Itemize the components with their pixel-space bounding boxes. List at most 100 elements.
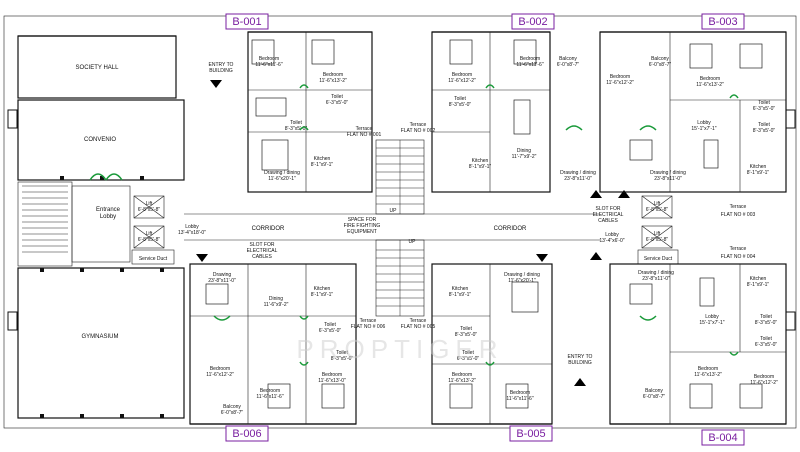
b005-toilet-1: Toilet bbox=[460, 326, 472, 332]
b005-bedroom-1: Bedroom bbox=[452, 372, 472, 378]
b001-bedroom-2: Bedroom bbox=[323, 72, 343, 78]
lobby-main-dim: 13'-4"x18'-0" bbox=[178, 230, 206, 236]
b001-bedroom-1: Bedroom bbox=[259, 56, 279, 62]
b002-drawing: Drawing / dining bbox=[560, 170, 596, 176]
b001-terrace: Terrace bbox=[356, 126, 373, 132]
b006-balcony: Balcony bbox=[223, 404, 241, 410]
b002-drawing-dim: 23'-8"x11'-0" bbox=[564, 176, 592, 182]
lift-4-label: Lift bbox=[654, 231, 661, 237]
main-stair-bottom bbox=[375, 239, 425, 317]
watermark: PROPTIGER bbox=[296, 334, 503, 364]
lift-3-dim: 6'-8"x5'-8" bbox=[646, 207, 669, 213]
b004-drawing-dim: 23'-8"x11'-0" bbox=[642, 276, 670, 282]
b002-terrace: Terrace bbox=[410, 122, 427, 128]
b006-dining: Dining bbox=[269, 296, 283, 302]
b006-bedroom-2-dim: 11'-6"x11'-6" bbox=[256, 394, 283, 400]
b002-flat-no: FLAT NO # 002 bbox=[401, 128, 436, 134]
b006-flat-no: FLAT NO # 006 bbox=[351, 324, 386, 330]
slot-right-3: CABLES bbox=[598, 218, 618, 224]
flat-b001: Bedroom 11'-6"x11'-6" Bedroom 11'-6"x13'… bbox=[247, 31, 381, 193]
b006-toilet-2: Toilet bbox=[336, 350, 348, 356]
block-label-b005: B-005 bbox=[516, 428, 545, 440]
entrance-lobby-label-1: Entrance bbox=[96, 207, 121, 213]
b003-bedroom-1-dim: 11'-6"x12'-2" bbox=[606, 80, 634, 86]
b005-bedroom-1-dim: 11'-6"x13'-2" bbox=[448, 378, 476, 384]
lift-3 bbox=[641, 195, 673, 219]
b004-kitchen-dim: 8'-1"x9'-1" bbox=[747, 282, 770, 288]
b003-toilet-2-dim: 8'-3"x5'-0" bbox=[753, 128, 776, 134]
b005-flat-no: FLAT NO # 005 bbox=[401, 324, 436, 330]
b005-toilet-1-dim: 8'-3"x5'-0" bbox=[455, 332, 478, 338]
b005-bedroom-2: Bedroom bbox=[510, 390, 530, 396]
block-label-b001: B-001 bbox=[232, 16, 261, 28]
b002-dining: Dining bbox=[517, 148, 531, 154]
b006-drawing-dim: 23'-8"x11'-0" bbox=[208, 278, 236, 284]
block-label-b004: B-004 bbox=[708, 432, 737, 444]
b005-kitchen: Kitchen bbox=[452, 286, 469, 292]
gymnasium-label: GYMNASIUM bbox=[81, 334, 118, 340]
b003-bedroom-2: Bedroom bbox=[700, 76, 720, 82]
b006-kitchen: Kitchen bbox=[314, 286, 331, 292]
b003-lobby-dim: 15'-1"x7'-1" bbox=[691, 126, 716, 132]
main-stair-top bbox=[375, 139, 425, 215]
b004-drawing: Drawing / dining bbox=[638, 270, 674, 276]
b002-kitchen-dim: 8'-1"x9'-1" bbox=[469, 164, 492, 170]
b003-balcony: Balcony bbox=[651, 56, 669, 62]
b006-balcony-dim: 6'-0"x8'-7" bbox=[221, 410, 244, 416]
b006-dining-dim: 11'-6"x9'-2" bbox=[264, 302, 289, 308]
lift-1-dim: 6'-8"x5'-8" bbox=[138, 207, 161, 213]
b002-toilet-1-dim: 8'-3"x5'-0" bbox=[449, 102, 472, 108]
b003-toilet-1-dim: 6'-3"x5'-0" bbox=[753, 106, 776, 112]
lift-4 bbox=[641, 225, 673, 249]
b004-lobby: Lobby bbox=[705, 314, 719, 320]
b005-drawing: Drawing / dining bbox=[504, 272, 540, 278]
b006-kitchen-dim: 8'-1"x9'-1" bbox=[311, 292, 334, 298]
b004-toilet-1: Toilet bbox=[760, 314, 772, 320]
entry-top-2: BUILDING bbox=[209, 68, 233, 74]
b003-drawing: Drawing / dining bbox=[650, 170, 686, 176]
b004-toilet-1-dim: 8'-3"x5'-0" bbox=[755, 320, 778, 326]
b002-dining-dim: 11'-7"x9'-2" bbox=[512, 154, 537, 160]
b003-kitchen-dim: 8'-1"x9'-1" bbox=[747, 170, 770, 176]
slot-right-1: SLOT FOR bbox=[596, 206, 621, 212]
b002-bedroom-1: Bedroom bbox=[452, 72, 472, 78]
b006-toilet-2-dim: 8'-3"x5'-0" bbox=[331, 356, 354, 362]
slot-left-2: ELECTRICAL bbox=[247, 248, 278, 254]
b001-kitchen: Kitchen bbox=[314, 156, 331, 162]
b003-kitchen: Kitchen bbox=[750, 164, 767, 170]
b006-bedroom-3-dim: 11'-6"x13'-0" bbox=[318, 378, 346, 384]
b002-balcony-dim: 6'-0"x8'-7" bbox=[557, 62, 580, 68]
flat-b002: Bedroom 11'-6"x12'-2" Bedroom 11'-6"x11'… bbox=[401, 31, 596, 193]
block-labels: B-001 B-002 B-003 B-004 B-005 B-006 bbox=[225, 13, 745, 446]
b006-toilet-1-dim: 6'-3"x5'-0" bbox=[319, 328, 342, 334]
fire-label-1: SPACE FOR bbox=[348, 217, 377, 223]
service-duct-left: Service Duct bbox=[139, 256, 168, 262]
b003-balcony-dim: 6'-0"x8'-7" bbox=[649, 62, 672, 68]
b001-toilet-1-dim: 6'-3"x5'-0" bbox=[326, 100, 349, 106]
b001-drawing-dim: 11'-6"x20'-1" bbox=[268, 176, 296, 182]
b002-kitchen: Kitchen bbox=[472, 158, 489, 164]
service-duct-right: Service Duct bbox=[644, 256, 673, 262]
b006-drawing: Drawing bbox=[213, 272, 232, 278]
b004-lobby-dim: 15'-1"x7'-1" bbox=[699, 320, 724, 326]
central-core: Lift 6'-8"x5'-8" Lift 6'-8"x5'-8" Servic… bbox=[131, 62, 679, 386]
green-doors bbox=[213, 84, 739, 366]
b002-bedroom-1-dim: 11'-6"x12'-2" bbox=[448, 78, 476, 84]
b004-bedroom-1: Bedroom bbox=[698, 366, 718, 372]
entry-bottom-2: BUILDING bbox=[568, 360, 592, 366]
block-label-b002: B-002 bbox=[518, 16, 547, 28]
block-label-b006: B-006 bbox=[232, 428, 261, 440]
b006-terrace: Terrace bbox=[360, 318, 377, 324]
b001-kitchen-dim: 8'-1"x9'-1" bbox=[311, 162, 334, 168]
slot-left-1: SLOT FOR bbox=[250, 242, 275, 248]
b003-bedroom-1: Bedroom bbox=[610, 74, 630, 80]
b003-terrace: Terrace bbox=[730, 204, 747, 210]
direction-arrows bbox=[196, 80, 630, 386]
b003-drawing-dim: 23'-8"x11'-0" bbox=[654, 176, 682, 182]
entrance-lobby-label-2: Lobby bbox=[100, 214, 116, 220]
block-label-b003: B-003 bbox=[708, 16, 737, 28]
b006-bedroom-1: Bedroom bbox=[210, 366, 230, 372]
corridor-left-label: CORRIDOR bbox=[252, 226, 285, 232]
corridor-right-label: CORRIDOR bbox=[494, 226, 527, 232]
